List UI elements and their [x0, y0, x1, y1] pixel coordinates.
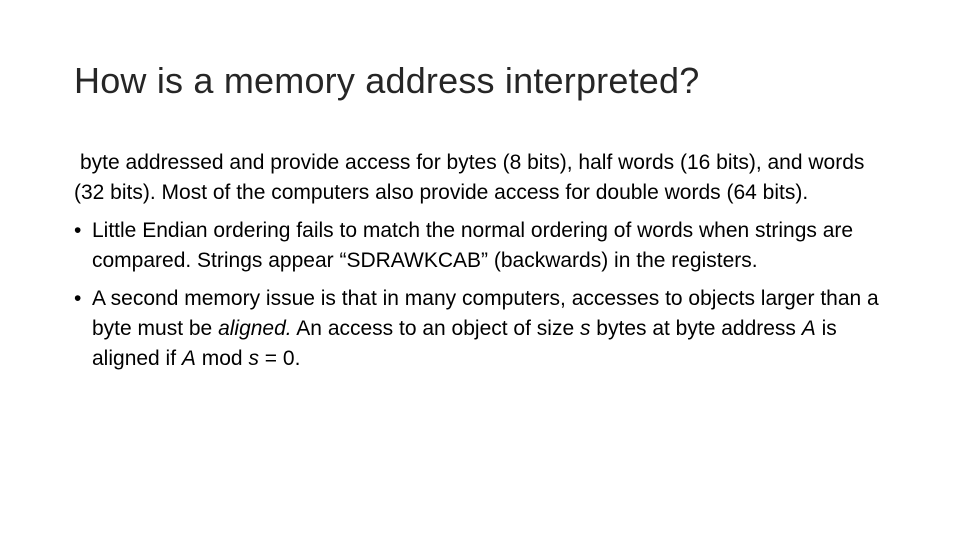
bullet-alignment: • A second memory issue is that in many …: [74, 284, 894, 374]
slide-title: How is a memory address interpreted?: [74, 60, 700, 101]
bullet-alignment-text-5: mod: [195, 347, 249, 370]
bullet-dot-icon: •: [74, 287, 82, 310]
bullet-alignment-text-2: An access to an object of size: [291, 317, 580, 340]
bullet-dot-icon: •: [74, 219, 82, 242]
var-a: A: [181, 347, 196, 370]
bullet-alignment-text-4: is aligned if: [92, 317, 837, 370]
bullet-alignment-text-3: bytes at byte address: [590, 317, 802, 340]
intro-paragraph: byte addressed and provide access for by…: [74, 151, 865, 204]
bullet-little-endian-text: Little Endian ordering fails to match th…: [92, 219, 854, 272]
bullet-alignment-text-6: = 0.: [258, 347, 301, 370]
var-s: s: [579, 317, 591, 340]
bullet-little-endian: • Little Endian ordering fails to match …: [74, 216, 894, 276]
term-aligned: aligned.: [218, 317, 292, 340]
slide-body: byte addressed and provide access for by…: [74, 148, 894, 382]
var-a: A: [801, 317, 816, 340]
var-s: s: [248, 347, 259, 370]
bullet-alignment-text-1: A second memory issue is that in many co…: [92, 287, 879, 340]
